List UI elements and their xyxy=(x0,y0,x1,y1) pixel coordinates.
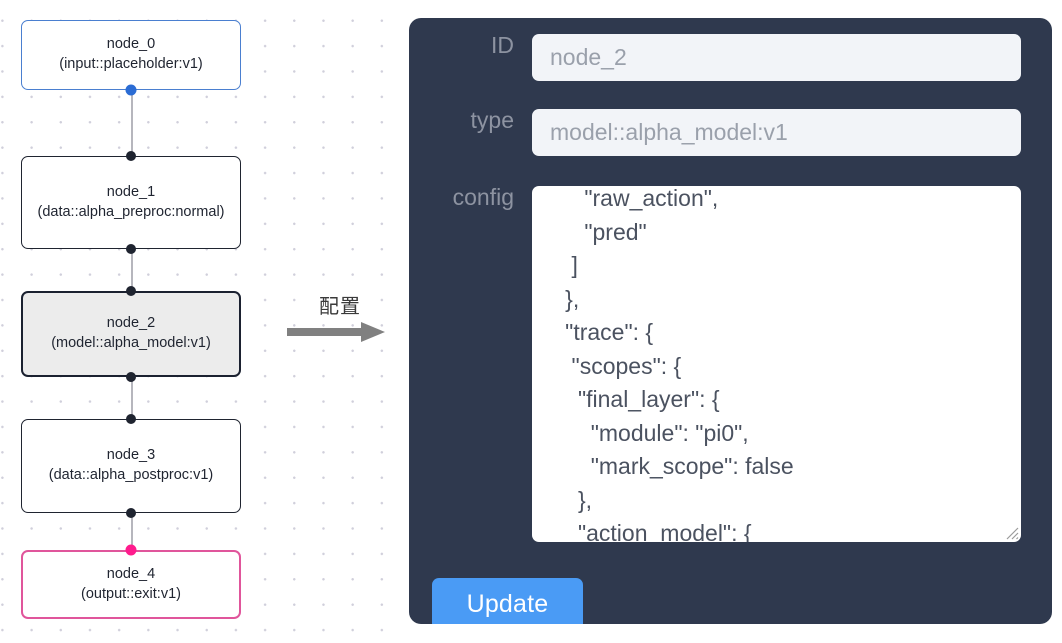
edge-node1-node2 xyxy=(131,249,133,291)
id-field-label: ID xyxy=(491,32,514,58)
flow-node-label: node_3(data::alpha_postproc:v1) xyxy=(48,447,214,483)
edge-node3-node4 xyxy=(131,513,133,550)
config-textarea[interactable]: "raw_action", "pred" ] }, "trace": { "sc… xyxy=(532,186,1021,542)
node-handle-source-node_0[interactable] xyxy=(125,84,137,96)
field-row-type: type xyxy=(409,109,1052,156)
type-field-label: type xyxy=(470,107,514,133)
flow-node-label: node_0(input::placeholder:v1) xyxy=(59,36,203,72)
update-button[interactable]: Update xyxy=(432,578,583,624)
right-arrow-icon xyxy=(287,322,393,342)
node-handle-target-node_4[interactable] xyxy=(125,544,137,556)
field-row-config: config "raw_action", "pred" ] }, "trace"… xyxy=(409,186,1052,542)
flow-node-node_2[interactable]: node_2(model::alpha_model:v1) xyxy=(21,291,241,377)
flow-node-node_1[interactable]: node_1(data::alpha_preproc:normal) xyxy=(21,156,241,249)
config-textarea-wrapper: "raw_action", "pred" ] }, "trace": { "sc… xyxy=(532,186,1021,542)
flow-node-node_3[interactable]: node_3(data::alpha_postproc:v1) xyxy=(21,419,241,513)
node-handle-source-node_2[interactable] xyxy=(126,372,136,382)
flow-node-label: node_1(data::alpha_preproc:normal) xyxy=(37,183,225,220)
flow-node-label: node_2(model::alpha_model:v1) xyxy=(51,315,211,351)
field-row-id: ID xyxy=(409,34,1052,81)
annotation-group: 配置 xyxy=(287,296,393,342)
node-handle-target-node_3[interactable] xyxy=(126,414,136,424)
edge-node2-node3 xyxy=(131,377,133,419)
flow-node-label: node_4(output::exit:v1) xyxy=(81,565,181,602)
node-handle-source-node_1[interactable] xyxy=(126,244,136,254)
node-handle-source-node_3[interactable] xyxy=(126,508,136,518)
config-field-label: config xyxy=(452,184,514,210)
id-input[interactable] xyxy=(532,34,1021,81)
node-handle-target-node_1[interactable] xyxy=(126,151,136,161)
type-input[interactable] xyxy=(532,109,1021,156)
annotation-label: 配置 xyxy=(319,294,361,318)
node-inspector-panel: ID type config "raw_action", "pred" ] },… xyxy=(409,18,1052,624)
edge-node0-node1 xyxy=(131,90,133,156)
flow-node-node_0[interactable]: node_0(input::placeholder:v1) xyxy=(21,20,241,90)
flow-canvas[interactable]: node_0(input::placeholder:v1) node_1(dat… xyxy=(0,0,390,643)
node-handle-target-node_2[interactable] xyxy=(126,286,136,296)
flow-node-node_4[interactable]: node_4(output::exit:v1) xyxy=(21,550,241,619)
